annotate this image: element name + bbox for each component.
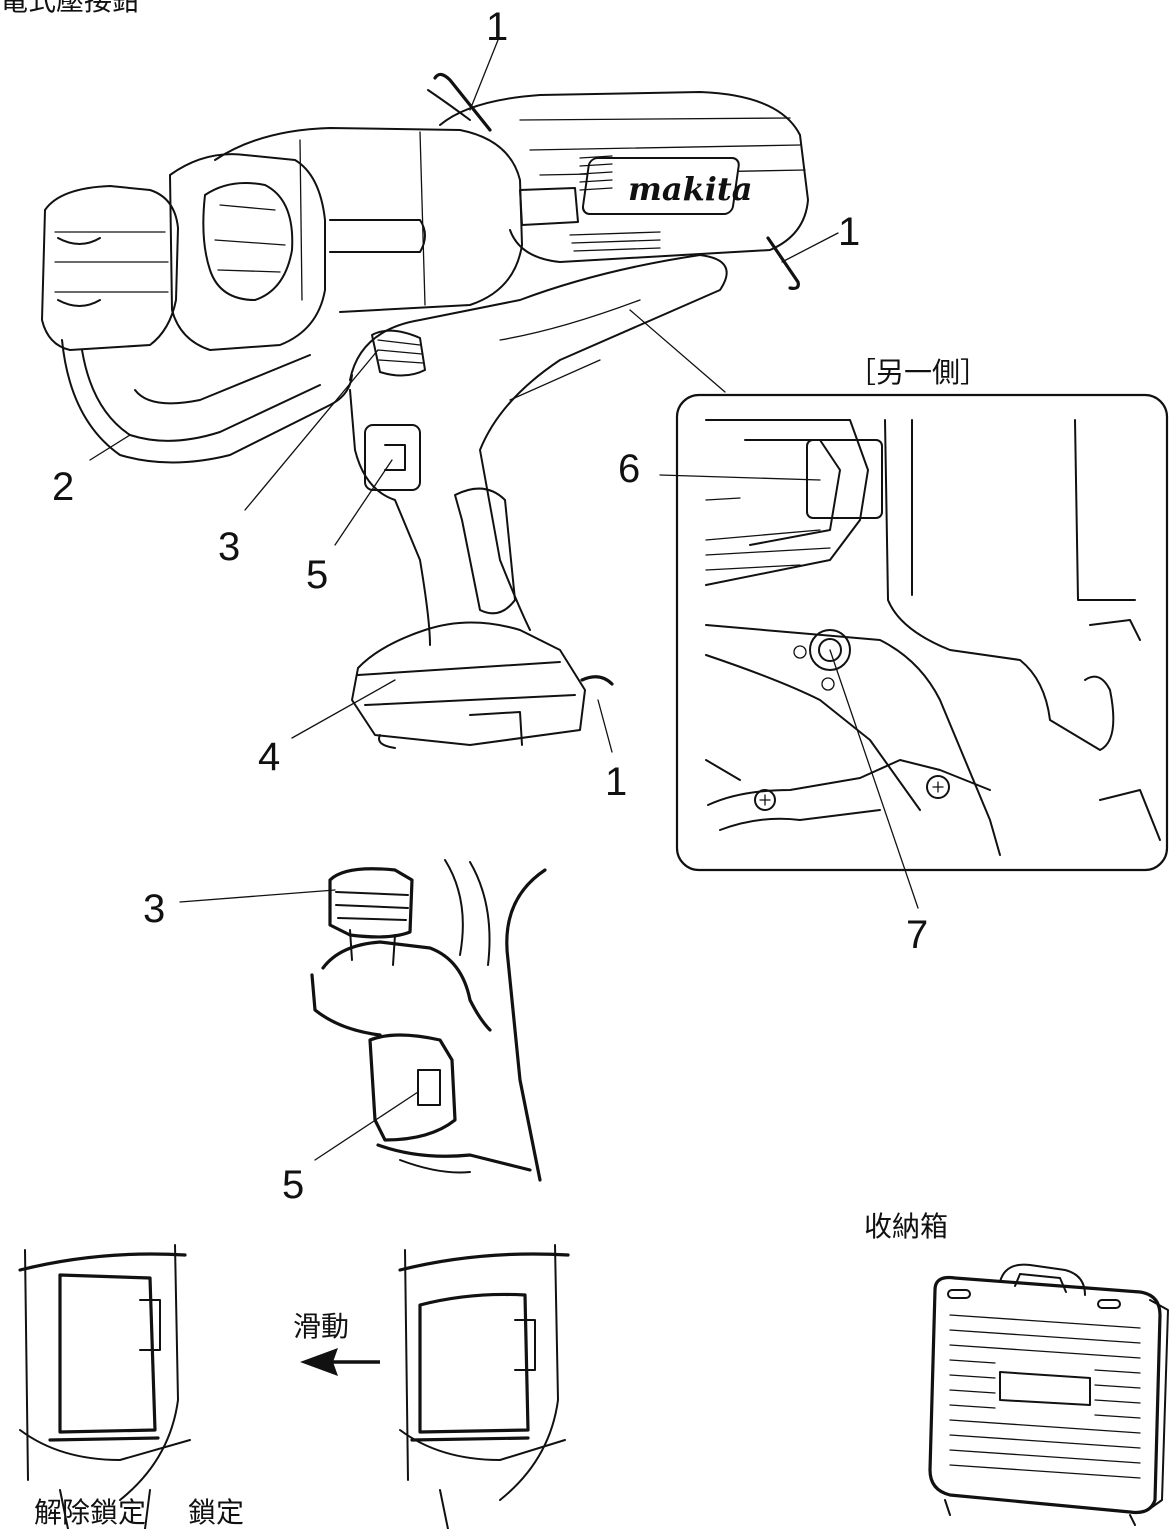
detail-drawing bbox=[310, 859, 547, 1182]
case-label: 收納箱 bbox=[864, 1210, 948, 1243]
callout-2: 2 bbox=[52, 465, 74, 509]
callout-6: 6 bbox=[618, 447, 640, 491]
inset-frame bbox=[675, 393, 1169, 872]
callout-3: 3 bbox=[218, 525, 240, 569]
callout-1-top: 1 bbox=[486, 5, 508, 49]
callout-1-bottom: 1 bbox=[605, 760, 627, 804]
lock-label: 鎖定 bbox=[188, 1496, 244, 1529]
callout-leaders bbox=[89, 39, 839, 753]
brand-logo: makita bbox=[628, 170, 752, 208]
slide-arrow-icon bbox=[300, 1348, 380, 1376]
detail-callout-5: 5 bbox=[282, 1163, 304, 1207]
unlock-label: 解除鎖定 bbox=[34, 1496, 146, 1529]
inset-title: ［另一側］ bbox=[848, 356, 988, 389]
callout-1-right: 1 bbox=[838, 210, 860, 254]
callout-7: 7 bbox=[906, 913, 928, 957]
unlock-position-drawing bbox=[18, 1244, 191, 1529]
detail-callout-3: 3 bbox=[143, 887, 165, 931]
page-title: 充電式壓接鉗 bbox=[0, 0, 140, 17]
callout-4: 4 bbox=[258, 735, 280, 779]
slide-label: 滑動 bbox=[293, 1310, 349, 1343]
lock-position-drawing bbox=[398, 1244, 570, 1529]
callout-5: 5 bbox=[306, 553, 328, 597]
inset-drawing bbox=[705, 419, 1161, 856]
carrying-case-drawing bbox=[928, 1263, 1169, 1526]
